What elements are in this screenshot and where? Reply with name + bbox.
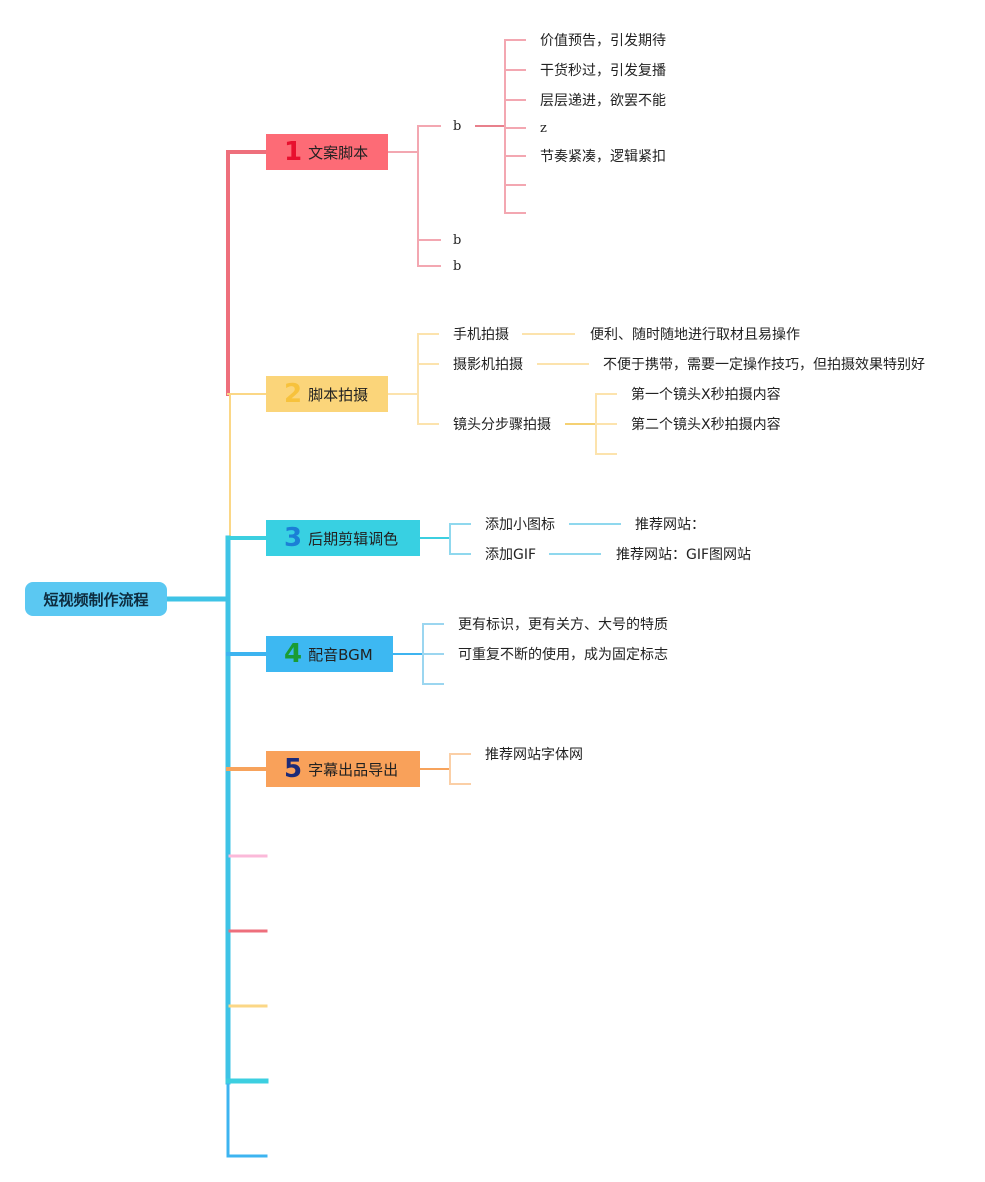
branch-label-4: 配音BGM [308, 645, 373, 664]
b2-sub-2[interactable]: 摄影机拍摄 [453, 357, 523, 373]
branch-node-5[interactable]: 5 字幕出品导出 [266, 751, 420, 787]
b2-sub-1[interactable]: 手机拍摄 [453, 327, 509, 343]
number-3-icon: 3 [284, 523, 303, 553]
b1-sub1-leaf-5[interactable]: 节奏紧凑，逻辑紧扣 [540, 149, 666, 165]
number-1-icon: 1 [284, 137, 303, 167]
branch-label-3: 后期剪辑调色 [308, 529, 399, 548]
b1-sub-3[interactable]: b [453, 259, 462, 274]
number-2-icon: 2 [284, 379, 303, 409]
b5-sub-1[interactable]: 推荐网站字体网 [485, 747, 583, 763]
b1-sub-1[interactable]: b [453, 119, 462, 134]
b3-sub-1[interactable]: 添加小图标 [485, 517, 555, 533]
b1-sub1-leaf-4[interactable]: z [540, 121, 547, 136]
b3-sub1-leaf-1[interactable]: 推荐网站： [635, 517, 705, 533]
branch-label-2: 脚本拍摄 [308, 385, 369, 404]
b3-sub2-leaf-1[interactable]: 推荐网站：GIF图网站 [616, 547, 752, 563]
b1-sub1-leaf-2[interactable]: 干货秒过，引发复播 [540, 63, 666, 79]
branch-label-5: 字幕出品导出 [308, 760, 399, 779]
b1-sub-2[interactable]: b [453, 233, 462, 248]
b2-sub3-leaf-1[interactable]: 第一个镜头X秒拍摄内容 [631, 387, 781, 403]
b2-sub-3[interactable]: 镜头分步骤拍摄 [453, 417, 551, 433]
branch-node-4[interactable]: 4 配音BGM [266, 636, 393, 672]
b2-sub1-leaf-1[interactable]: 便利、随时随地进行取材且易操作 [590, 327, 800, 343]
branch-label-1: 文案脚本 [308, 143, 369, 162]
b4-sub-2[interactable]: 可重复不断的使用，成为固定标志 [458, 647, 668, 663]
b1-sub1-leaf-1[interactable]: 价值预告，引发期待 [540, 33, 666, 49]
number-4-icon: 4 [284, 639, 303, 669]
root-label: 短视频制作流程 [43, 590, 149, 609]
b3-sub-2[interactable]: 添加GIF [485, 547, 537, 563]
number-5-icon: 5 [284, 754, 303, 784]
branch-node-3[interactable]: 3 后期剪辑调色 [266, 520, 420, 556]
b2-sub3-leaf-2[interactable]: 第二个镜头X秒拍摄内容 [631, 417, 781, 433]
root-node[interactable]: 短视频制作流程 [25, 582, 167, 616]
b1-sub1-leaf-3[interactable]: 层层递进，欲罢不能 [540, 93, 666, 109]
b4-sub-1[interactable]: 更有标识，更有关方、大号的特质 [458, 617, 668, 633]
branch-node-1[interactable]: 1 文案脚本 [266, 134, 388, 170]
b2-sub2-leaf-1[interactable]: 不便于携带，需要一定操作技巧，但拍摄效果特别好 [603, 357, 925, 373]
branch-node-2[interactable]: 2 脚本拍摄 [266, 376, 388, 412]
